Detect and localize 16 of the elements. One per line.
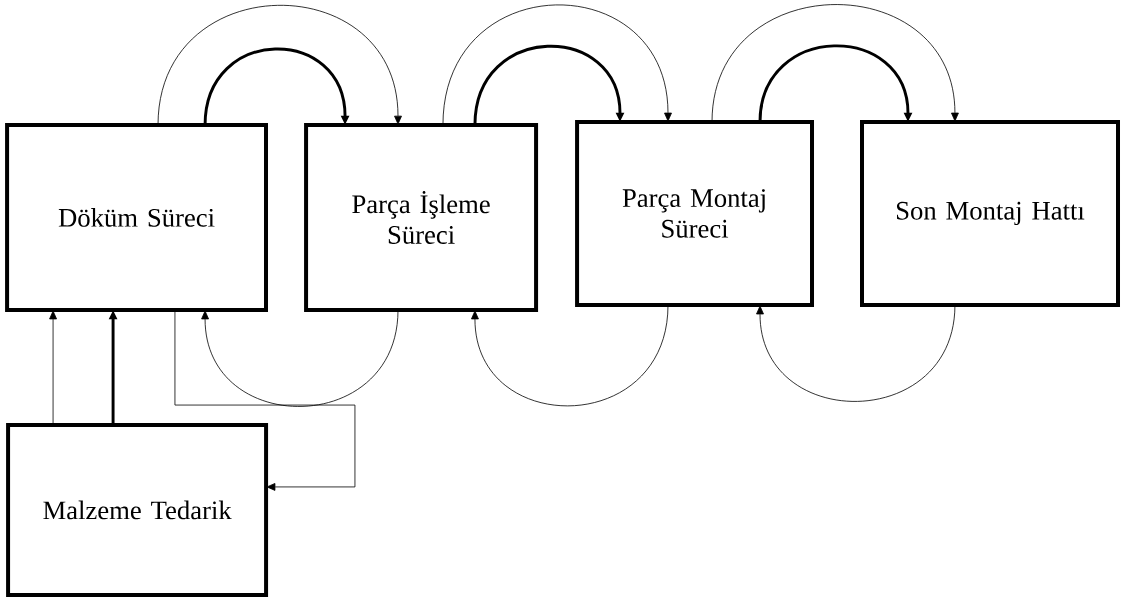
arrow [49, 310, 57, 426]
arrow [756, 304, 956, 402]
arrow [758, 44, 913, 123]
process-box: Döküm Süreci [5, 122, 268, 312]
process-box: Son Montaj Hattı [860, 120, 1120, 307]
arrow [711, 4, 959, 123]
arrow [471, 304, 669, 407]
arrow [201, 309, 399, 407]
process-box: Parça İşleme Süreci [304, 122, 539, 312]
arrow [473, 44, 625, 126]
arrow [157, 4, 402, 126]
process-box: Malzeme Tedarik [6, 423, 269, 597]
arrow [442, 4, 672, 126]
arrow [174, 309, 356, 491]
arrow [203, 47, 350, 126]
process-box: Parça Montaj Süreci [575, 120, 814, 307]
